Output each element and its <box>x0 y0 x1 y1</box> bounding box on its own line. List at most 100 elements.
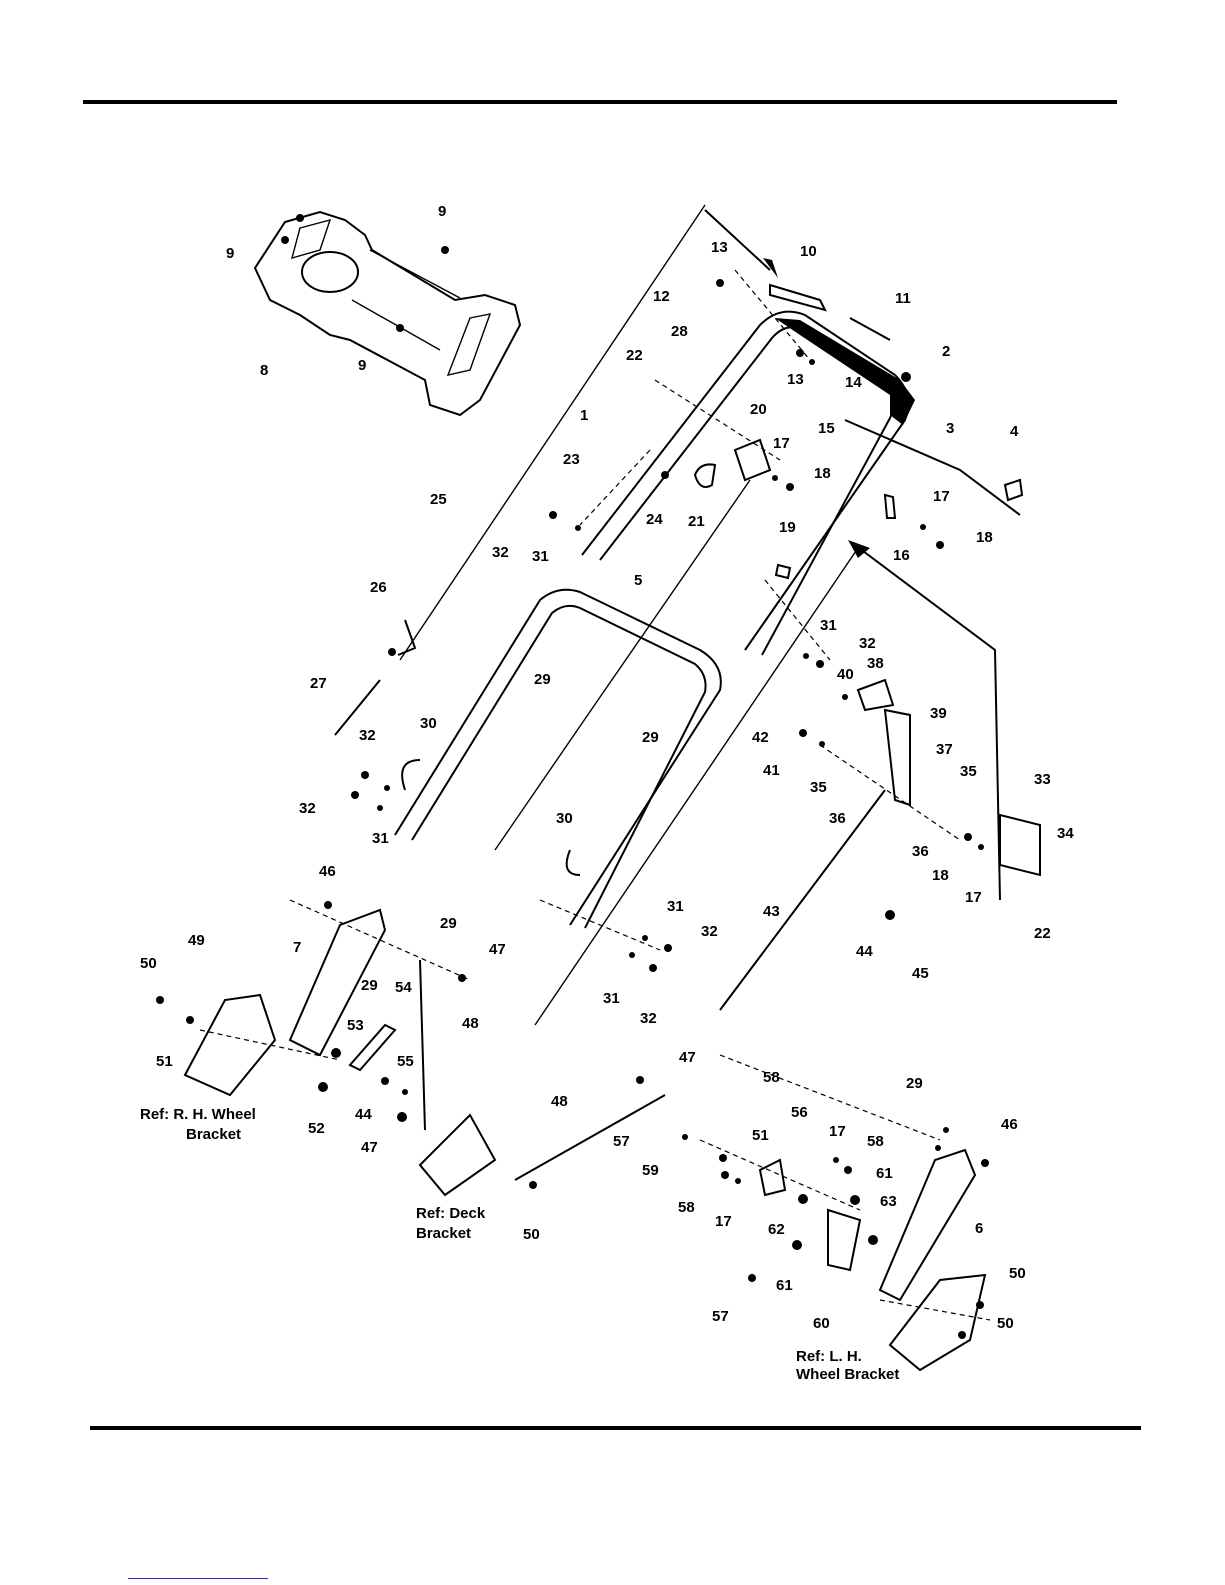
callout-29: 29 <box>440 915 457 932</box>
callout-28: 28 <box>671 323 688 340</box>
callout-5: 5 <box>634 572 642 589</box>
callout-36: 36 <box>912 843 929 860</box>
link-48-center <box>514 1094 666 1181</box>
bracket-33 <box>999 813 1041 877</box>
bottom-rule <box>90 1426 1141 1430</box>
callout-32: 32 <box>299 800 316 817</box>
callout-44: 44 <box>856 943 873 960</box>
rod-43 <box>719 789 886 1011</box>
callout-48: 48 <box>551 1093 568 1110</box>
clip-4 <box>1003 478 1024 502</box>
callout-50: 50 <box>523 1226 540 1243</box>
callout-29: 29 <box>534 671 551 688</box>
callout-32: 32 <box>492 544 509 561</box>
callout-18: 18 <box>976 529 993 546</box>
callout-57: 57 <box>712 1308 729 1325</box>
cables-and-rods <box>399 204 1021 1181</box>
callout-48: 48 <box>462 1015 479 1032</box>
callout-7: 7 <box>293 939 301 956</box>
callout-56: 56 <box>791 1104 808 1121</box>
ref-deck-bracket-2: Bracket <box>416 1225 471 1242</box>
callout-17: 17 <box>829 1123 846 1140</box>
deck-bracket <box>418 1113 497 1197</box>
plate-37 <box>883 708 911 807</box>
callout-13: 13 <box>711 239 728 256</box>
ref-lh-wheel-bracket: Ref: L. H. <box>796 1348 862 1365</box>
ref-rh-wheel-bracket-2: Bracket <box>186 1126 241 1143</box>
bracket-54 <box>348 1023 397 1072</box>
knob-21 <box>693 463 717 488</box>
bracket-10 <box>769 283 827 312</box>
control-cable <box>534 544 861 1026</box>
callout-26: 26 <box>370 579 387 596</box>
hardware-dots <box>156 214 989 1339</box>
ref-deck-bracket: Ref: Deck <box>416 1205 486 1222</box>
callout-45: 45 <box>912 965 929 982</box>
callout-33: 33 <box>1034 771 1051 788</box>
callout-10: 10 <box>800 243 817 260</box>
callout-38: 38 <box>867 655 884 672</box>
callout-9: 9 <box>226 245 234 262</box>
callout-labels: 9 9 9 8 10 13 12 11 28 2 22 13 14 1 20 1… <box>140 203 1074 1332</box>
callout-46: 46 <box>319 863 336 880</box>
callout-13: 13 <box>787 371 804 388</box>
callout-29: 29 <box>361 977 378 994</box>
link-48-left <box>419 959 426 1131</box>
callout-16: 16 <box>893 547 910 564</box>
callout-52: 52 <box>308 1120 325 1137</box>
callout-58: 58 <box>763 1069 780 1086</box>
callout-54: 54 <box>395 979 412 996</box>
callout-17: 17 <box>933 488 950 505</box>
ref-lh-wheel-bracket-2: Wheel Bracket <box>796 1366 899 1383</box>
knob-38 <box>856 678 895 712</box>
callout-63: 63 <box>880 1193 897 1210</box>
callout-35: 35 <box>960 763 977 780</box>
callout-57: 57 <box>613 1133 630 1150</box>
cable-25 <box>399 204 706 661</box>
callout-35: 35 <box>810 779 827 796</box>
callout-55: 55 <box>397 1053 414 1070</box>
callout-61: 61 <box>776 1277 793 1294</box>
callout-17: 17 <box>715 1213 732 1230</box>
bracket-20 <box>733 438 772 482</box>
footer-link-underline[interactable] <box>128 1578 268 1579</box>
cable-rod-1 <box>494 479 751 851</box>
cable-guide-16 <box>883 493 897 519</box>
callout-59: 59 <box>642 1162 659 1179</box>
callout-44: 44 <box>355 1106 372 1123</box>
callout-4: 4 <box>1010 423 1019 440</box>
callout-50: 50 <box>140 955 157 972</box>
callout-43: 43 <box>763 903 780 920</box>
callout-23: 23 <box>563 451 580 468</box>
callout-31: 31 <box>820 617 837 634</box>
callout-15: 15 <box>818 420 835 437</box>
reference-labels: Ref: R. H. Wheel Bracket Ref: Deck Brack… <box>140 1106 899 1383</box>
callout-31: 31 <box>667 898 684 915</box>
lower-handle-part <box>394 588 722 929</box>
callout-24: 24 <box>646 511 663 528</box>
callout-58: 58 <box>678 1199 695 1216</box>
callout-42: 42 <box>752 729 769 746</box>
misc-parts <box>183 283 1041 1372</box>
callout-40: 40 <box>837 666 854 683</box>
callout-39: 39 <box>930 705 947 722</box>
pin-11 <box>849 317 891 341</box>
ref-rh-wheel-bracket: Ref: R. H. Wheel <box>140 1106 256 1123</box>
rod-3 <box>844 419 1021 516</box>
callout-11: 11 <box>895 290 911 307</box>
callout-17: 17 <box>773 435 790 452</box>
alignment-lines <box>199 269 991 1321</box>
callout-37: 37 <box>936 741 953 758</box>
callout-3: 3 <box>946 420 954 437</box>
callout-46: 46 <box>1001 1116 1018 1133</box>
rh-wheel-bracket <box>183 993 277 1097</box>
callout-8: 8 <box>260 362 268 379</box>
clip-30a <box>401 759 421 791</box>
lh-wheel-bracket <box>888 1273 987 1372</box>
spring-27 <box>334 679 381 736</box>
callout-31: 31 <box>372 830 389 847</box>
callout-31: 31 <box>532 548 549 565</box>
callout-36: 36 <box>829 810 846 827</box>
callout-9: 9 <box>358 357 366 374</box>
rear-cover-part <box>253 210 522 417</box>
